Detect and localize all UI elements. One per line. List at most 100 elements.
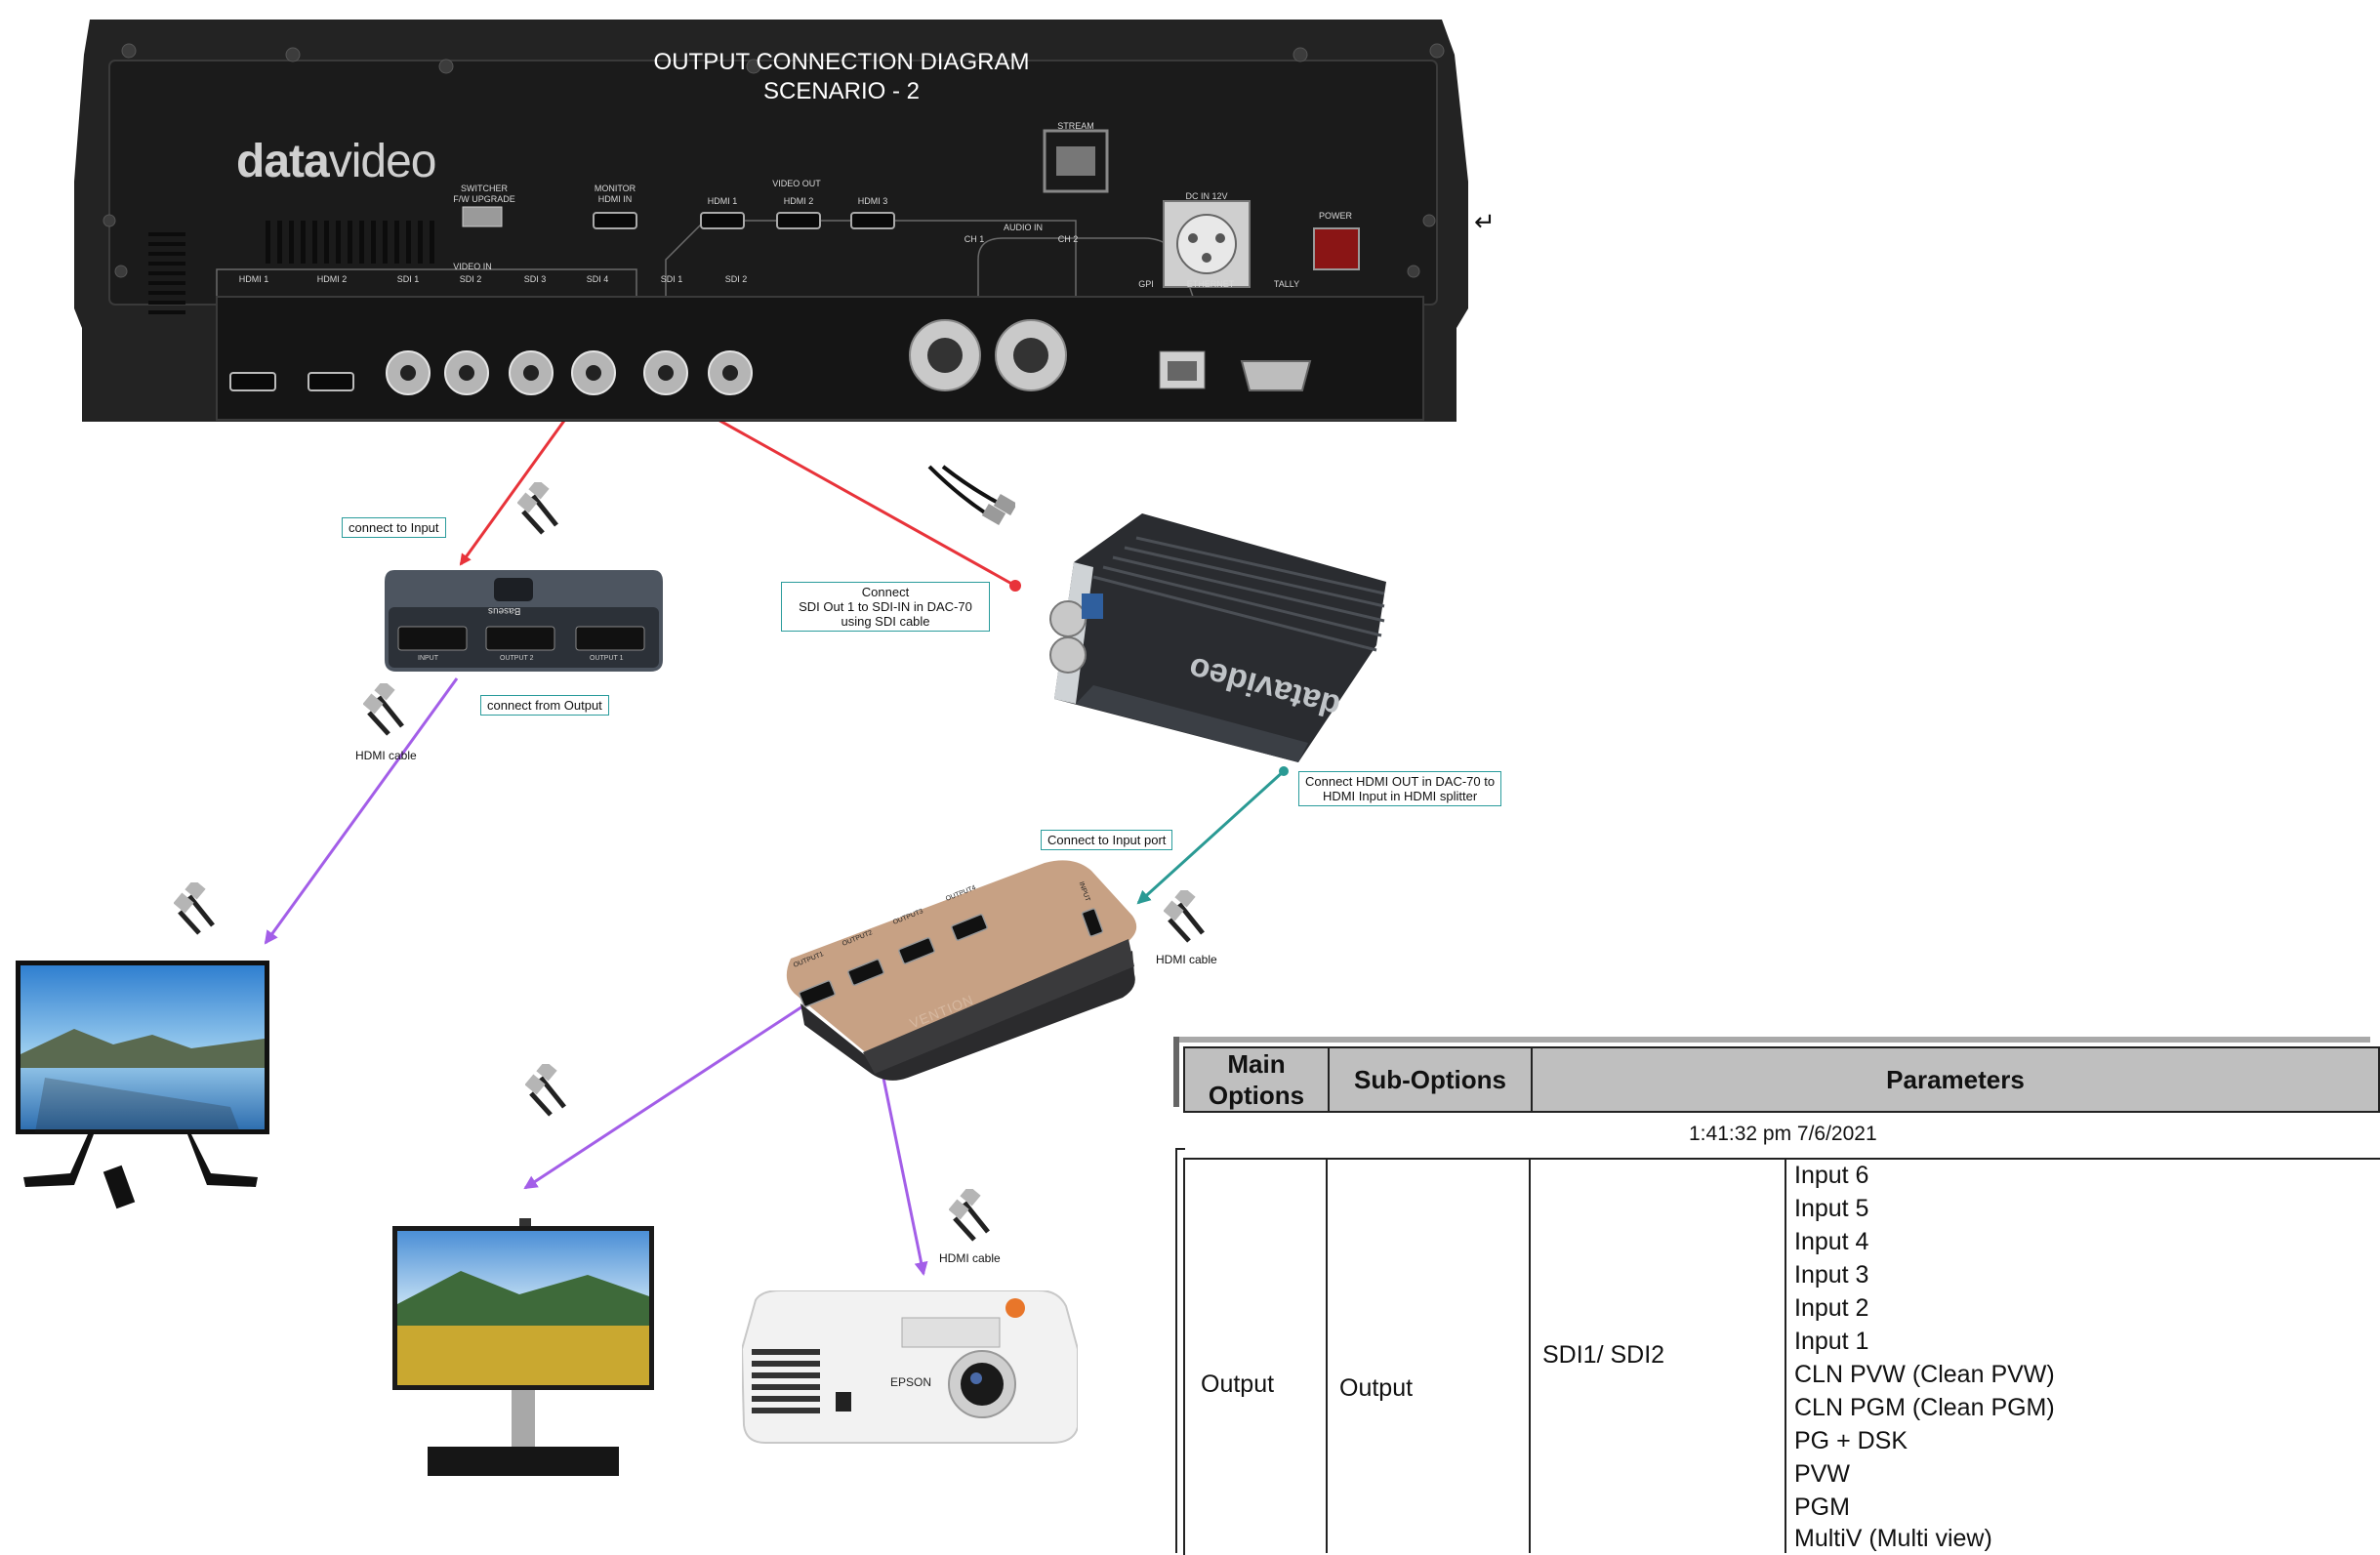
label-hdmi3-out: HDMI 3 (857, 196, 888, 206)
return-symbol: ↵ (1474, 207, 1496, 236)
label-in-hdmi1: HDMI 1 (238, 274, 269, 284)
note-sdi-line1: Connect (861, 585, 910, 599)
splitter-small-output1-label: OUTPUT 1 (590, 655, 624, 662)
table-timestamp: 1:41:32 pm 7/6/2021 (1689, 1123, 1877, 1145)
label-fw-upgrade: F/W UPGRADE (453, 194, 515, 204)
label-hdmi-in: HDMI IN (597, 194, 633, 204)
label-out-sdi2: SDI 2 (724, 274, 748, 284)
splitter-small-input-label: INPUT (418, 655, 438, 662)
table-col-divider-3 (1785, 1158, 1786, 1553)
label-hdmi2-out: HDMI 2 (783, 196, 814, 206)
param-item: Input 5 (1794, 1195, 1869, 1222)
arrow-splitter-to-monitor (264, 677, 459, 945)
label-ch1: CH 1 (964, 234, 985, 244)
note-sdi-line2: SDI Out 1 to SDI-IN in DAC-70 (799, 599, 972, 614)
table-left-rule (1173, 1037, 1179, 1107)
dac70-converter: datavideo (1015, 504, 1386, 762)
hdmi-splitter-large: VENTION OUTPUT1 OUTPUT2 OUTPUT3 OUTPUT4 … (781, 857, 1142, 1082)
note-dac-line1: Connect HDMI OUT in DAC-70 to (1305, 774, 1496, 789)
cell-sub-option: Output (1339, 1374, 1414, 1402)
label-in-sdi3: SDI 3 (523, 274, 547, 284)
table-col-divider-2 (1529, 1158, 1531, 1553)
monitor-left (16, 961, 269, 1209)
caption-hdmi-cable-3: HDMI cable (939, 1251, 1001, 1265)
arrow-sdi-end-dot (1009, 580, 1021, 592)
label-tally: TALLY (1273, 279, 1300, 289)
label-video-out: VIDEO OUT (772, 179, 821, 188)
diagram-subtitle: SCENARIO - 2 (762, 78, 921, 104)
hdmi-cable-icon-4 (1164, 890, 1205, 943)
converter-body (1049, 513, 1386, 762)
header-sub-options: Sub-Options (1328, 1046, 1533, 1113)
table-body (1183, 1158, 2380, 1555)
datavideo-logo: datavideo (236, 135, 437, 188)
label-in-sdi2: SDI 2 (459, 274, 482, 284)
param-item: Input 3 (1794, 1261, 1869, 1289)
table-outer-corner (1175, 1148, 1185, 1150)
param-item: Input 4 (1794, 1228, 1869, 1255)
hdmi-cable-icon-1 (517, 482, 558, 535)
note-connect-from-output: connect from Output (480, 695, 609, 716)
diagram-title: OUTPUT CONNECTION DIAGRAM (653, 49, 1030, 75)
caption-hdmi-cable-2: HDMI cable (1156, 953, 1217, 966)
splitter-small-brand: Baseus (488, 605, 521, 616)
note-connect-to-input: connect to Input (342, 517, 446, 538)
label-hdmi1-out: HDMI 1 (707, 196, 738, 206)
table-col-divider-1 (1326, 1158, 1328, 1553)
label-ch2: CH 2 (1057, 234, 1079, 244)
projector-brand: EPSON (890, 1375, 932, 1389)
param-item: PG + DSK (1794, 1427, 1908, 1454)
label-audio-in: AUDIO IN (1003, 223, 1044, 232)
param-item: PGM (1794, 1494, 1850, 1521)
note-connect-input-port: Connect to Input port (1041, 830, 1173, 850)
param-item: CLN PVW (Clean PVW) (1794, 1361, 2055, 1388)
cell-main-option: Output (1201, 1371, 1275, 1398)
switcher-back-panel: OUTPUT CONNECTION DIAGRAM SCENARIO - 2 d… (70, 16, 1474, 426)
label-out-sdi1: SDI 1 (660, 274, 683, 284)
splitter-small-body (385, 570, 663, 672)
arrow-sdi-to-converter (665, 389, 1016, 588)
logo-light: video (328, 136, 437, 187)
label-switcher: SWITCHER (461, 184, 508, 193)
header-main-line2: Options (1208, 1081, 1305, 1110)
label-gpi: GPI (1138, 279, 1154, 289)
hdmi-cable-icon-2 (363, 683, 404, 736)
caption-hdmi-cable-1: HDMI cable (355, 749, 417, 762)
label-monitor: MONITOR (594, 184, 636, 193)
label-in-sdi1: SDI 1 (396, 274, 420, 284)
param-item: Input 1 (1794, 1328, 1869, 1355)
cell-port: SDI1/ SDI2 (1542, 1341, 1665, 1369)
hdmi-splitter-small: Baseus INPUT OUTPUT 2 OUTPUT 1 (385, 570, 663, 672)
tv-middle (392, 1218, 654, 1476)
param-item: Input 2 (1794, 1294, 1869, 1322)
panel-body (74, 20, 1468, 422)
splitter-small-output2-label: OUTPUT 2 (500, 655, 534, 662)
arrow-splitter-to-tv (523, 992, 823, 1190)
label-in-hdmi2: HDMI 2 (316, 274, 348, 284)
note-sdi-line3: using SDI cable (841, 614, 930, 629)
label-power: POWER (1318, 211, 1353, 221)
param-item: PVW (1794, 1460, 1850, 1488)
epson-projector (742, 1290, 1078, 1444)
sdi-cable-icon (927, 465, 1015, 526)
hdmi-cable-icon-5 (525, 1064, 566, 1117)
label-video-in: VIDEO IN (453, 262, 492, 271)
logo-bold: data (236, 136, 330, 187)
hdmi-cable-icon-3 (174, 882, 215, 935)
label-stream: STREAM (1057, 121, 1094, 131)
note-dac-line2: HDMI Input in HDMI splitter (1322, 789, 1478, 803)
note-dac-connection: Connect HDMI OUT in DAC-70 to HDMI Input… (1298, 771, 1502, 806)
arrow-dac-to-splitter (1136, 769, 1286, 905)
splitter-large-body (786, 860, 1137, 1081)
label-dc-in: DC IN 12V (1185, 191, 1228, 201)
param-item: CLN PGM (Clean PGM) (1794, 1394, 2055, 1421)
note-sdi-connection: Connect SDI Out 1 to SDI-IN in DAC-70 us… (781, 582, 990, 632)
header-main-line1: Main (1227, 1049, 1286, 1079)
label-ethernet: ETHERNET (1186, 279, 1235, 289)
param-item: Input 6 (1794, 1162, 1869, 1189)
label-in-sdi4: SDI 4 (586, 274, 609, 284)
table-outer-left-rule (1175, 1148, 1177, 1553)
hdmi-cable-icon-6 (949, 1189, 990, 1242)
param-item: MultiV (Multi view) (1794, 1525, 1992, 1552)
